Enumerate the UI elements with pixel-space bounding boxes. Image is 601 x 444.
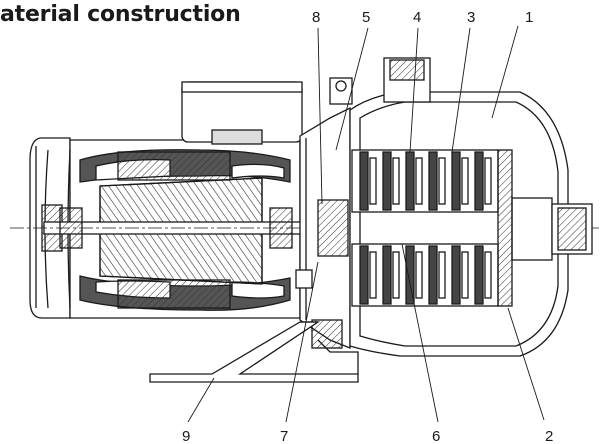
stage-impeller — [369, 251, 377, 299]
callout-4: 4 — [413, 9, 421, 26]
stage-impeller — [461, 157, 469, 205]
bracket — [295, 77, 353, 349]
leader-lines — [187, 25, 545, 423]
stage-diffuser — [359, 151, 369, 211]
stage-impeller — [484, 251, 492, 299]
stage-impeller — [392, 157, 400, 205]
stage-impeller — [438, 157, 446, 205]
motor-housing — [67, 81, 303, 319]
leader-4 — [409, 27, 419, 153]
stage-diffuser — [451, 245, 461, 305]
stage-diffuser — [405, 245, 415, 305]
stage-impeller — [415, 157, 423, 205]
callout-labels: 1 2 3 4 5 6 7 8 9 — [182, 9, 553, 444]
stage-diffuser — [474, 245, 484, 305]
stage-impeller — [392, 251, 400, 299]
stage-impeller — [484, 157, 492, 205]
leader-5 — [335, 27, 369, 151]
stage-diffuser — [359, 245, 369, 305]
callout-7: 7 — [280, 428, 288, 444]
leader-2 — [507, 307, 545, 421]
leader-6 — [401, 243, 439, 423]
leader-1 — [491, 25, 519, 119]
stage-diffuser — [451, 151, 461, 211]
callout-3: 3 — [467, 9, 475, 26]
stage-impeller — [369, 157, 377, 205]
callout-5: 5 — [362, 9, 370, 26]
stage-diffuser — [405, 151, 415, 211]
stage-diffuser — [474, 151, 484, 211]
base-plate — [149, 321, 359, 383]
callout-9: 9 — [182, 428, 190, 444]
callout-8: 8 — [312, 9, 320, 26]
stage-impeller — [438, 251, 446, 299]
impeller-stages — [351, 149, 513, 307]
stage-diffuser — [428, 151, 438, 211]
callout-6: 6 — [432, 428, 440, 444]
leader-7 — [285, 261, 319, 423]
diagram-title: aterial construction — [0, 2, 241, 27]
stage-diffuser — [428, 245, 438, 305]
callout-2: 2 — [545, 428, 553, 444]
stage-diffuser — [382, 245, 392, 305]
stage-impeller — [461, 251, 469, 299]
leader-8 — [317, 27, 323, 205]
stage-diffuser — [382, 151, 392, 211]
stage-impeller — [415, 251, 423, 299]
callout-1: 1 — [525, 9, 533, 26]
pump-drawing — [10, 57, 600, 383]
leader-9 — [187, 377, 215, 423]
leader-3 — [451, 27, 471, 153]
